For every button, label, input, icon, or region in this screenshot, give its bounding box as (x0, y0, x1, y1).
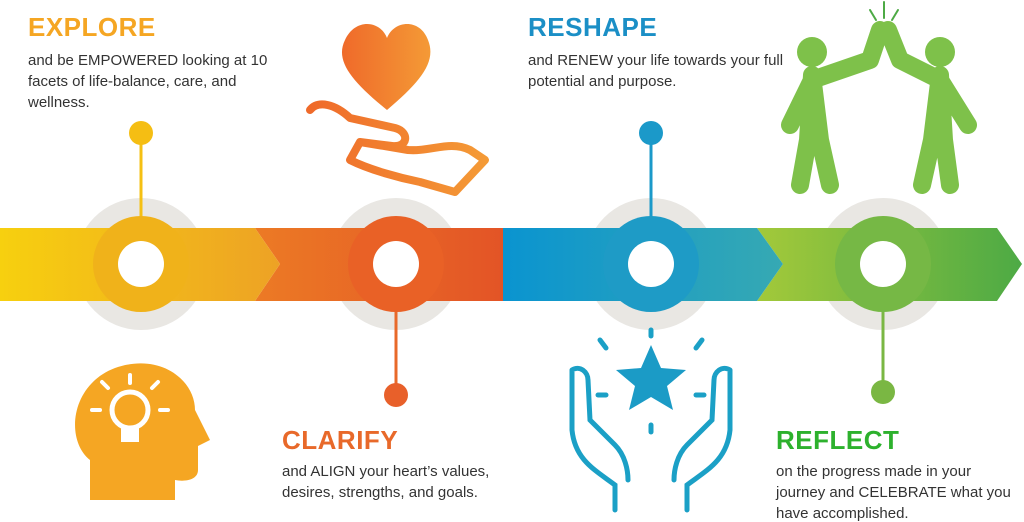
step-description-reshape: and RENEW your life towards your full po… (528, 52, 784, 90)
node-reshape (603, 216, 699, 312)
step-description-clarify: and ALIGN your heart’s values, desires, … (282, 463, 490, 501)
star-in-hands-icon (569, 327, 733, 513)
step-title-clarify: CLARIFY (282, 425, 399, 455)
marker-dot-explore (129, 121, 153, 145)
high-five-icon (781, 1, 977, 194)
step-title-reshape: RESHAPE (528, 12, 658, 42)
step-description-explore: and be EMPOWERED looking at 10 facets of… (28, 52, 268, 111)
step-title-explore: EXPLORE (28, 12, 156, 42)
step-title-reflect: REFLECT (776, 425, 900, 455)
heart-in-hand-icon (306, 24, 489, 196)
marker-dot-reshape (639, 121, 663, 145)
lightbulb-head-icon (75, 363, 211, 500)
marker-dot-clarify (384, 383, 408, 407)
node-clarify (348, 216, 444, 312)
node-reflect (835, 216, 931, 312)
node-explore (93, 216, 189, 312)
step-description-reflect: on the progress made in your journey and… (776, 463, 1011, 522)
marker-dot-reflect (871, 380, 895, 404)
